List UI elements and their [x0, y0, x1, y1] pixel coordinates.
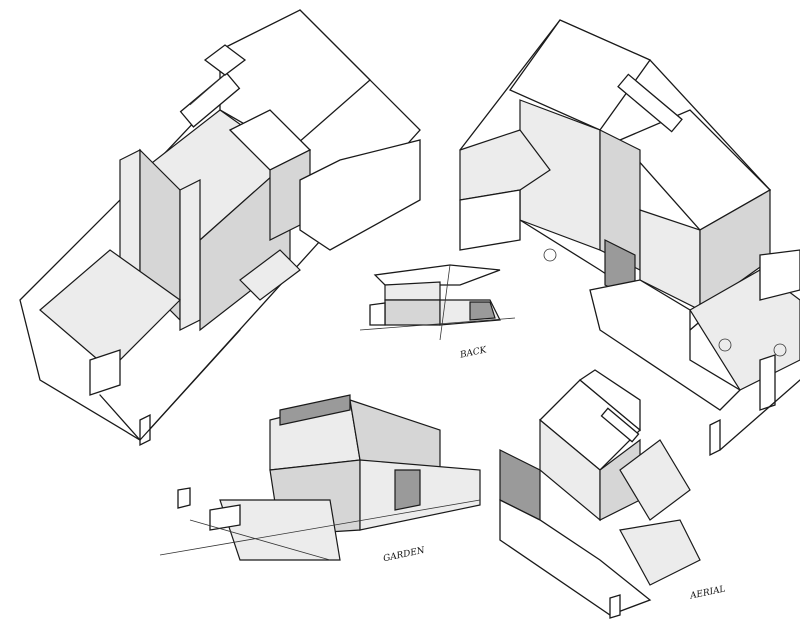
- axonometric-front-left: [19, 9, 421, 447]
- perspective-back: [359, 264, 516, 341]
- perspective-garden: [159, 394, 481, 561]
- axonometric-small: [499, 369, 701, 619]
- axonometric-rear-right: [459, 19, 800, 457]
